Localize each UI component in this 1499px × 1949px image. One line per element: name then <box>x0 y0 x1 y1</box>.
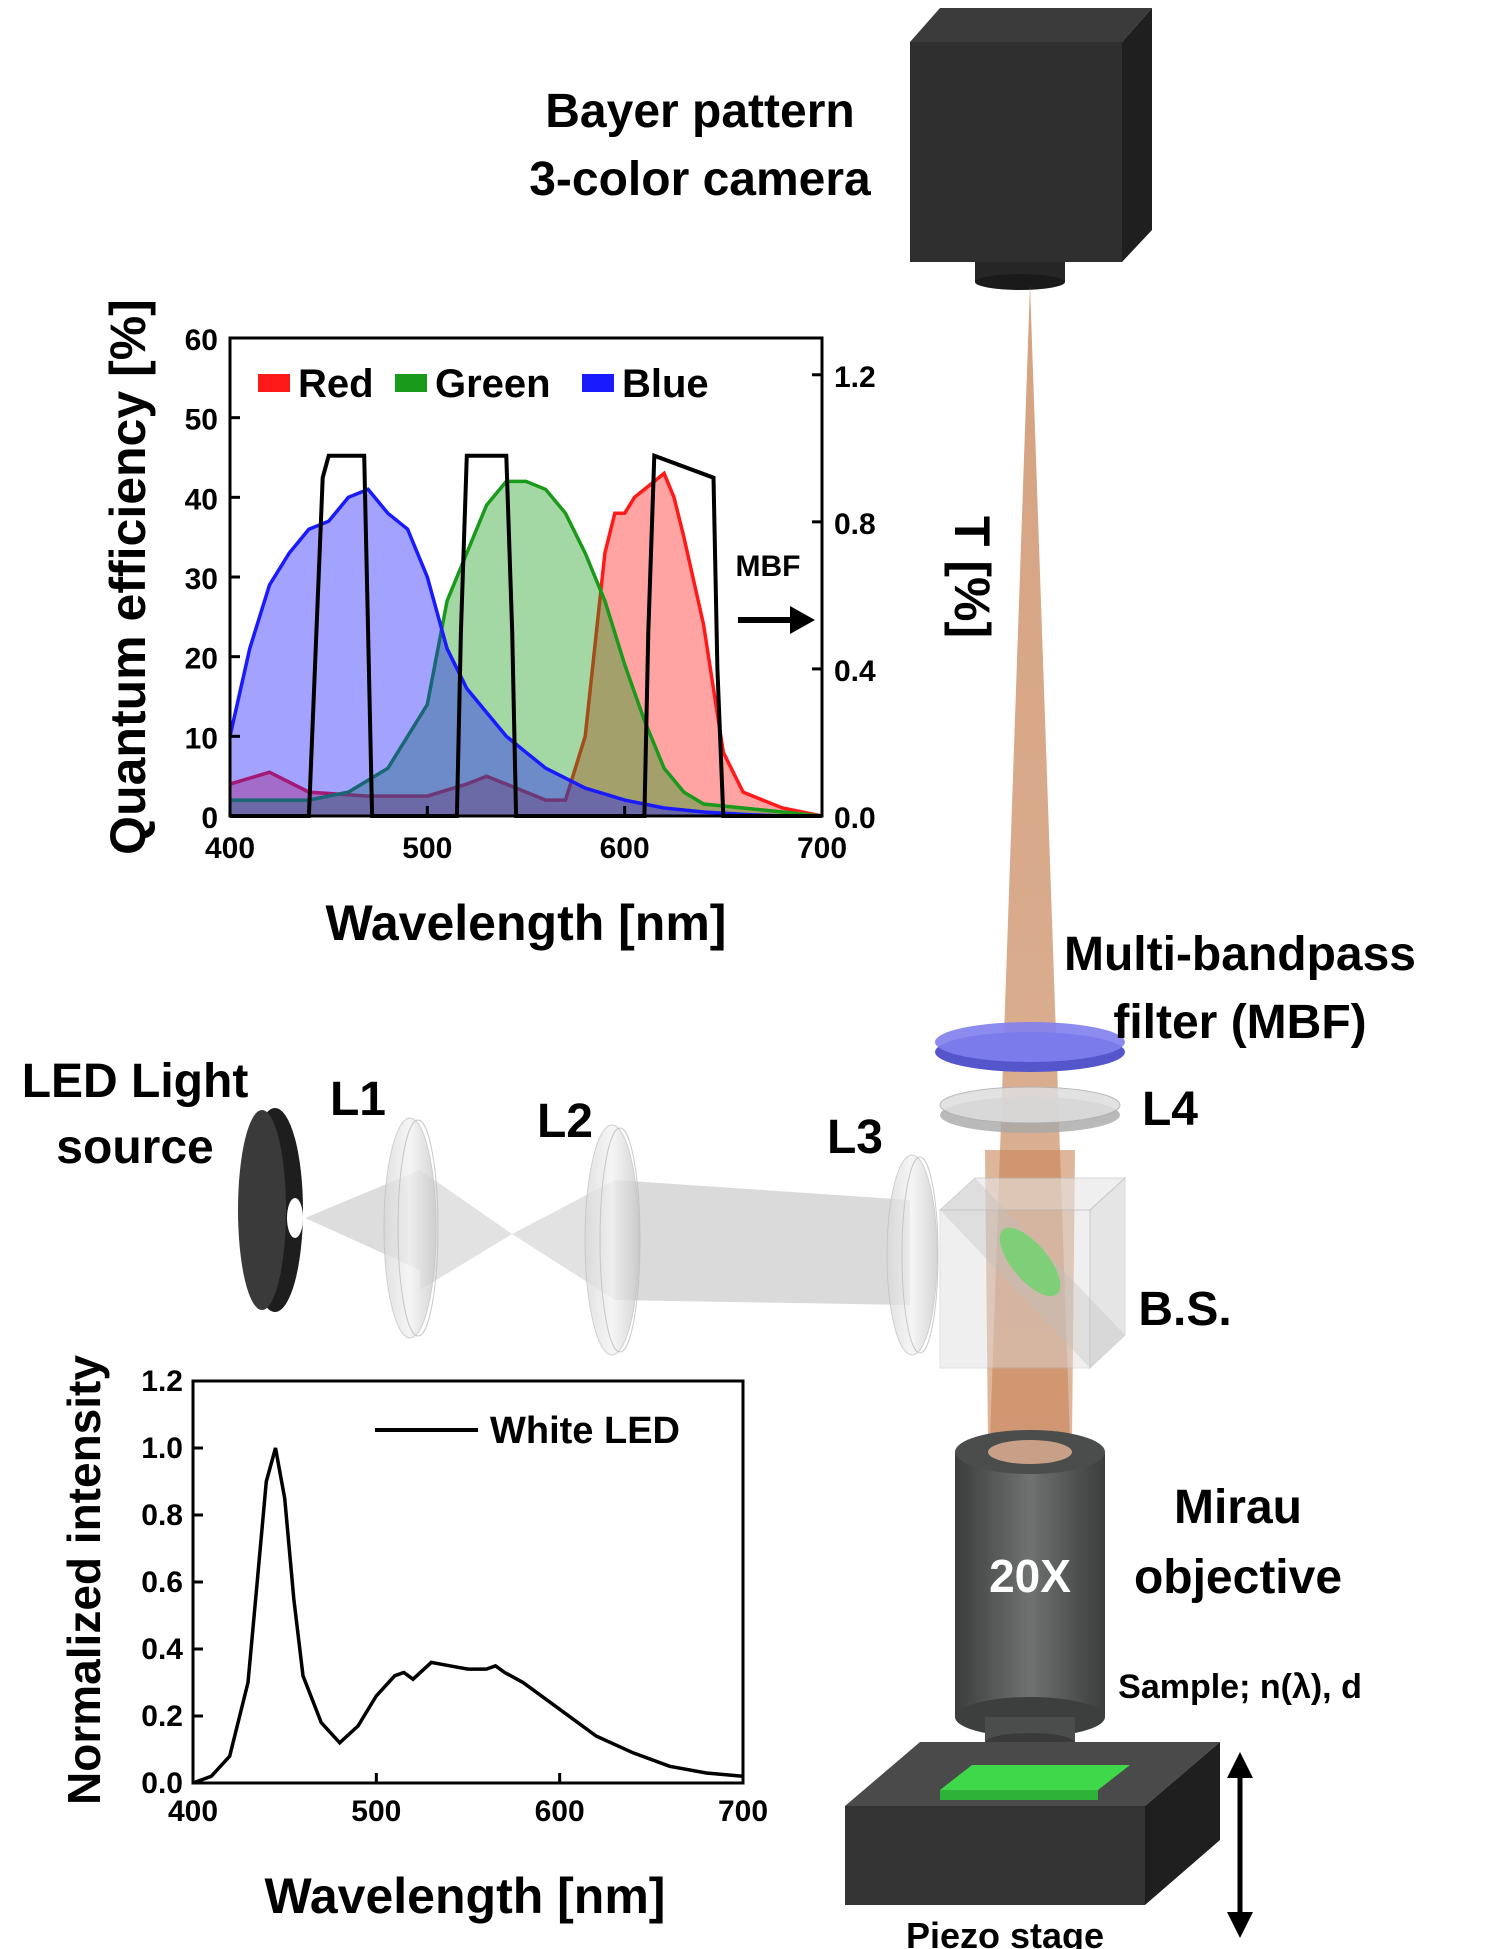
led-ytick-label: 1.2 <box>141 1365 183 1398</box>
qe-line-green <box>230 479 823 818</box>
led-xlabel: Wavelength [nm] <box>265 1868 666 1924</box>
mbf-annotation: MBF <box>736 550 801 583</box>
qe-ytick-label: 10 <box>185 722 218 755</box>
qe-y2tick-label: 1.2 <box>834 361 876 394</box>
bs-label: B.S. <box>1138 1283 1231 1336</box>
beam-l1-to-focus <box>420 1170 512 1290</box>
vertical-beam-lower <box>985 1150 1075 1440</box>
mbf-label-line2: filter (MBF) <box>1113 996 1366 1049</box>
led-ytick-label: 0.2 <box>141 1700 183 1733</box>
led-ticks-group: 400 500 600 700 0.0 0.2 0.4 0.6 0.8 1.0 1.2 <box>141 1365 768 1828</box>
qe-ticks-group: 400 500 600 700 0 10 20 30 40 50 60 0.0 0.4 0.8 1.2 <box>185 324 876 865</box>
led-xtick-label: 500 <box>351 1795 401 1828</box>
camera <box>910 8 1152 290</box>
camera-mount-bottom <box>975 274 1065 290</box>
mbf-filter <box>935 1022 1125 1072</box>
lens-l2 <box>584 1124 641 1356</box>
qe-ytick-label: 60 <box>185 324 218 357</box>
qe-xtick-label: 700 <box>797 832 847 865</box>
legend-label-red: Red <box>298 362 374 406</box>
legend-label-green: Green <box>435 362 551 406</box>
qe-ytick-label: 30 <box>185 563 218 596</box>
camera-front-face <box>910 42 1122 262</box>
camera-label-line1: Bayer pattern <box>545 85 854 138</box>
qe-area-green <box>230 481 822 816</box>
qe-area-blue <box>230 489 822 816</box>
led-ytick-label: 0.6 <box>141 1566 183 1599</box>
l4-label: L4 <box>1142 1083 1198 1136</box>
piezo-arrow <box>1227 1752 1253 1938</box>
mbf-label-line1: Multi-bandpass <box>1064 928 1416 981</box>
beam-splitter <box>938 1176 1127 1370</box>
qe-legend: Red Green Blue <box>258 362 709 406</box>
mirau-objective <box>955 1430 1105 1753</box>
mbf-transmission-line <box>230 452 822 818</box>
led-ytick-label: 1.0 <box>141 1432 183 1465</box>
qe-line-red <box>229 470 823 818</box>
objective-magnification: 20X <box>989 1550 1071 1602</box>
l1-label: L1 <box>330 1073 386 1126</box>
qe-y2tick-label: 0.8 <box>834 508 876 541</box>
white-led-line <box>192 1447 744 1785</box>
legend-label-blue: Blue <box>622 362 709 406</box>
qe-y2tick-label: 0.4 <box>834 655 876 688</box>
led-label-line1: LED Light <box>22 1055 249 1108</box>
qe-xtick-label: 600 <box>600 832 650 865</box>
led-xtick-label: 400 <box>168 1795 218 1828</box>
legend-label-white-led: White LED <box>490 1410 680 1452</box>
legend-swatch-green <box>395 374 427 392</box>
l3-label: L3 <box>827 1111 883 1164</box>
led-source <box>238 1108 303 1312</box>
qe-y2tick-label: 0.0 <box>834 802 876 835</box>
piezo-label: Piezo stage <box>906 1915 1104 1949</box>
white-led-spectrum-chart: 400 500 600 700 0.0 0.2 0.4 0.6 0.8 1.0 1.2 Wavele… <box>58 1355 768 1924</box>
qe-xtick-label: 400 <box>205 832 255 865</box>
led-ytick-label: 0.0 <box>141 1767 183 1800</box>
camera-top-face <box>910 8 1152 42</box>
qe-line-blue <box>228 487 822 818</box>
qe-ytick-label: 0 <box>201 802 218 835</box>
led-series-group <box>192 1447 744 1785</box>
led-aperture <box>287 1198 303 1238</box>
led-legend: White LED <box>375 1410 680 1452</box>
qe-ytick-label: 50 <box>185 404 218 437</box>
qe-xtick-label: 500 <box>402 832 452 865</box>
mirau-label-line1: Mirau <box>1174 1481 1302 1534</box>
lens-l3 <box>886 1154 939 1356</box>
led-ytick-label: 0.4 <box>141 1633 183 1666</box>
led-ylabel: Normalized intensity <box>58 1355 110 1805</box>
qe-ytick-label: 40 <box>185 483 218 516</box>
camera-label-line2: 3-color camera <box>529 153 871 206</box>
mirau-label-line2: objective <box>1134 1551 1342 1604</box>
qe-xlabel: Wavelength [nm] <box>326 895 727 951</box>
camera-side-face <box>1122 8 1152 262</box>
sample-label: Sample; n(λ), d <box>1118 1668 1362 1706</box>
legend-swatch-blue <box>582 374 614 392</box>
led-xtick-label: 600 <box>535 1795 585 1828</box>
lens-l1 <box>383 1117 439 1339</box>
qe-ytick-label: 20 <box>185 643 218 676</box>
led-label-line2: source <box>56 1121 213 1174</box>
sample <box>940 1765 1130 1790</box>
legend-swatch-red <box>258 374 290 392</box>
piezo-stage <box>845 1742 1220 1905</box>
l2-label: L2 <box>537 1095 593 1148</box>
led-ytick-label: 0.8 <box>141 1499 183 1532</box>
mbf-annotation-arrow <box>738 606 815 634</box>
qe-ylabel: Quantum efficiency [%] <box>100 299 156 855</box>
qe-y2label: T [%] <box>944 516 1000 638</box>
objective-aperture <box>988 1440 1072 1464</box>
lens-l4 <box>939 1086 1121 1133</box>
beam-l2-to-l3 <box>615 1180 910 1305</box>
led-xtick-label: 700 <box>718 1795 768 1828</box>
quantum-efficiency-chart: 400 500 600 700 0 10 20 30 40 50 60 0.0 0.4 0.8 1.2 Wa… <box>100 299 1000 951</box>
qe-area-red <box>230 473 822 816</box>
qe-series-group <box>228 452 823 818</box>
beam-splitter-green-spot <box>999 1227 1061 1297</box>
